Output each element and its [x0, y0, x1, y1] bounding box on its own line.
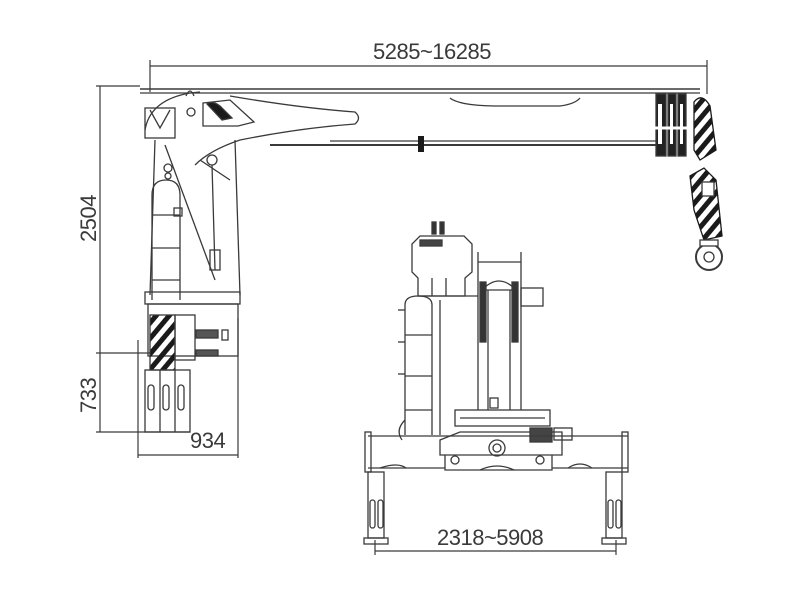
dimension-base-width: 934: [190, 428, 226, 453]
side-view: [140, 88, 723, 433]
dimension-outrigger-span: 2318~5908: [437, 525, 544, 550]
dimension-boom-reach: 5285~16285: [373, 39, 491, 64]
dimension-base-height: 733: [76, 377, 101, 413]
dimension-lines: [96, 60, 708, 555]
dimension-total-height: 2504: [76, 195, 101, 242]
rear-view: [363, 221, 629, 545]
